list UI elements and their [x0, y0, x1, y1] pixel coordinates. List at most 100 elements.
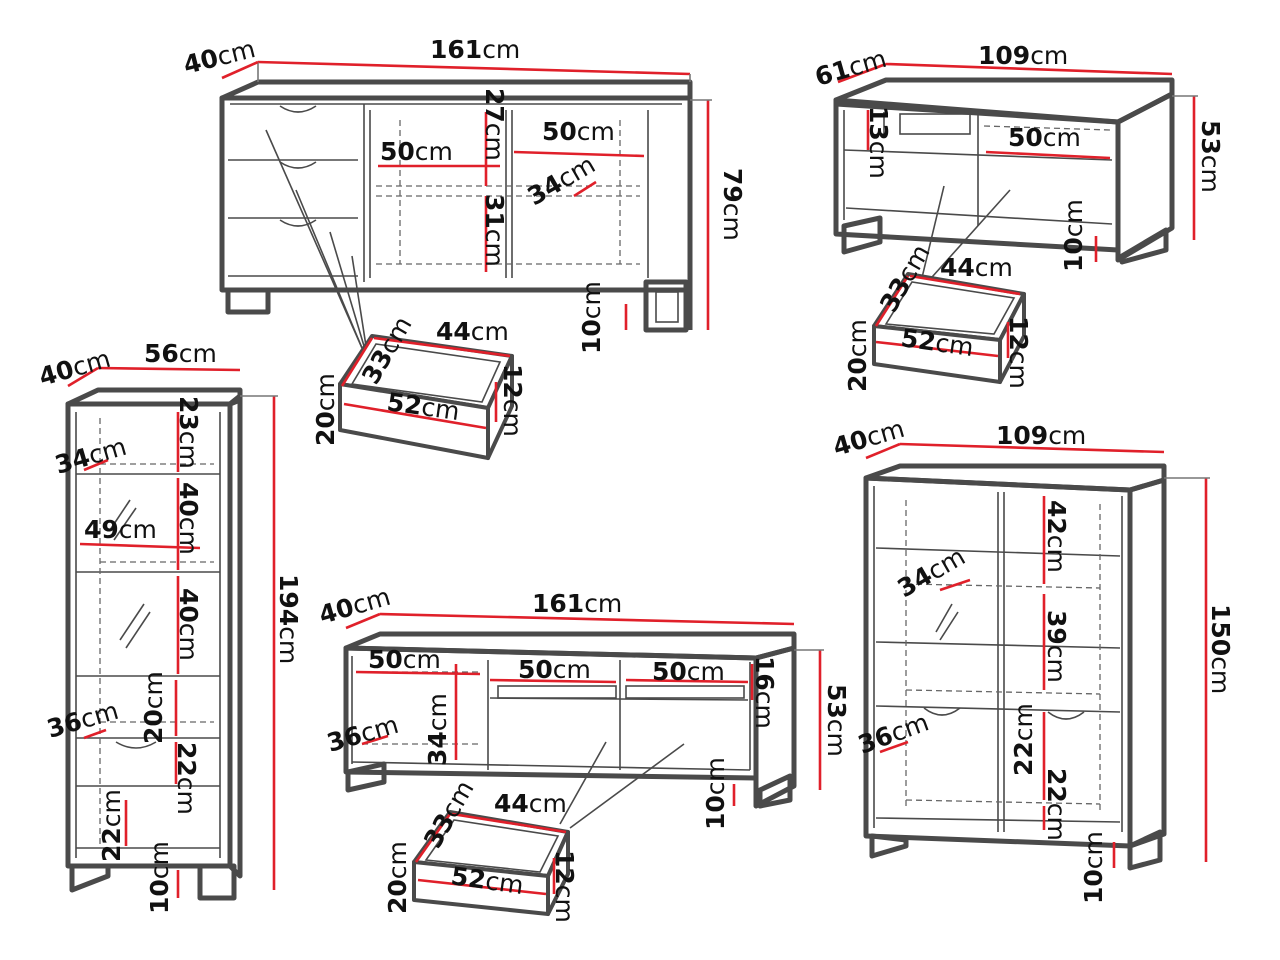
vitrine-depth-label: 40cm — [830, 414, 908, 462]
tall-cabinet-h3-label: 40cm — [174, 588, 203, 661]
tv-long-section-width-2-label: 50cm — [518, 655, 591, 684]
tall-cabinet-width-unit: cm — [179, 339, 217, 368]
vitrine-h1-unit: cm — [1042, 535, 1071, 573]
tv-long-drawer-width-inner-value: 44 — [494, 789, 529, 818]
tall-cabinet-height-value: 194 — [274, 574, 303, 626]
tv-small-drawing — [833, 77, 1175, 287]
tall-cabinet-shelf-width-unit: cm — [119, 515, 157, 544]
vitrine-leg-height-value: 10 — [1079, 869, 1108, 904]
vitrine-measure-lines — [865, 442, 1210, 868]
tall-cabinet-h5-label: 22cm — [172, 742, 201, 815]
tv-long-drawer-height-side-label: 12cm — [550, 850, 579, 923]
tv-long-drawer-width-inner-label: 44cm — [494, 789, 567, 818]
tall-cabinet-h2-value: 40 — [174, 482, 203, 517]
tv-small-drawer-height-side-value: 12 — [1004, 316, 1033, 351]
tall-cabinet-depth-unit: cm — [69, 344, 114, 382]
tv-small-shelf-width-label: 50cm — [1008, 123, 1081, 152]
tv-long-width-value: 161 — [532, 589, 584, 618]
sideboard-leg-height-label: 10cm — [577, 281, 606, 354]
tv-small-width-unit: cm — [1030, 41, 1068, 70]
tv-small-drawer-width-outer-unit: cm — [934, 328, 976, 362]
vitrine-height-label: 150cm — [1206, 604, 1235, 694]
tall-cabinet-h1-unit: cm — [174, 431, 203, 469]
tv-long-drawer-height-front-unit: cm — [383, 841, 412, 879]
vitrine-leg-height-label: 10cm — [1079, 831, 1108, 904]
vitrine-h4-unit: cm — [1042, 803, 1071, 841]
tv-small-shelf-height-label: 13cm — [864, 106, 893, 179]
tall-cabinet-shelf-depth-bottom-unit: cm — [77, 696, 122, 734]
tv-small-leg-height-value: 10 — [1059, 237, 1088, 272]
tv-long-section-width-2-unit: cm — [553, 655, 591, 684]
sideboard-shelf-height-top-label: 27cm — [480, 88, 509, 161]
sideboard-drawer-drawing — [338, 334, 514, 460]
tall-cabinet-shelf-depth-top-label: 34cm — [52, 432, 130, 480]
vitrine-width-unit: cm — [1048, 421, 1086, 450]
sideboard-leg-height-unit: cm — [577, 281, 606, 319]
sideboard-height-unit: cm — [718, 203, 747, 241]
tall-cabinet-h6-label: 22cm — [97, 789, 126, 862]
tall-cabinet-shelf-width-label: 49cm — [84, 515, 157, 544]
tv-long-inner-height-value: 34 — [423, 731, 452, 766]
tv-long-drawer-height-side-value: 12 — [550, 850, 579, 885]
sideboard-drawer-height-front-value: 20 — [311, 411, 340, 446]
sideboard-shelf-width-left-unit: cm — [415, 137, 453, 166]
tv-small-drawer-height-front-value: 20 — [843, 357, 872, 392]
tv-small-drawer-width-inner-label: 44cm — [940, 253, 1013, 282]
tall-cabinet-h1-label: 23cm — [174, 396, 203, 469]
tv-small-leg-height-unit: cm — [1059, 199, 1088, 237]
sideboard-drawer-width-outer-unit: cm — [420, 392, 462, 426]
tv-small-width-value: 109 — [978, 41, 1030, 70]
tv-small-measure-lines — [837, 62, 1198, 262]
tv-long-section-width-3-value: 50 — [652, 657, 687, 686]
tall-cabinet-drawing — [65, 387, 243, 901]
tv-small-drawer-width-inner-unit: cm — [975, 253, 1013, 282]
tv-long-width-unit: cm — [584, 589, 622, 618]
tv-long-inner-height-unit: cm — [423, 693, 452, 731]
sideboard-shelf-height-bottom-unit: cm — [480, 229, 509, 267]
sideboard-drawer-width-inner-label: 44cm — [436, 317, 509, 346]
vitrine-h1-value: 42 — [1042, 500, 1071, 535]
vitrine-h1-label: 42cm — [1042, 500, 1071, 573]
sideboard-shelf-width-left-value: 50 — [380, 137, 415, 166]
sideboard-shelf-height-bottom-value: 31 — [480, 194, 509, 229]
tv-long-width-label: 161cm — [532, 589, 622, 618]
tv-small-drawer-width-outer-value: 52 — [899, 323, 937, 357]
tall-cabinet-h4-value: 20 — [139, 709, 168, 744]
vitrine-width-value: 109 — [996, 421, 1048, 450]
sideboard-drawer-width-inner-value: 44 — [436, 317, 471, 346]
sideboard-drawer-width-outer-value: 52 — [385, 387, 423, 421]
tall-cabinet-h5-unit: cm — [172, 777, 201, 815]
tall-cabinet-h4-label: 20cm — [139, 671, 168, 744]
tv-long-drawer-width-outer-value: 52 — [449, 861, 487, 895]
sideboard-drawer-height-side-value: 12 — [498, 364, 527, 399]
sideboard-width-value: 161 — [430, 35, 482, 64]
tv-long-leg-height-unit: cm — [701, 757, 730, 795]
sideboard-width-unit: cm — [482, 35, 520, 64]
vitrine-h3-value: 22 — [1009, 741, 1038, 776]
tv-long-drawer-width-outer-label: 52cm — [449, 861, 525, 900]
tv-small-depth-unit: cm — [845, 44, 890, 82]
tall-cabinet-h4-unit: cm — [139, 671, 168, 709]
vitrine-width-label: 109cm — [996, 421, 1086, 450]
vitrine-h2-value: 39 — [1042, 610, 1071, 645]
sideboard-shelf-width-right-value: 50 — [542, 117, 577, 146]
sideboard-height-label: 79cm — [718, 168, 747, 241]
sideboard-drawer-width-inner-unit: cm — [471, 317, 509, 346]
vitrine-h4-value: 22 — [1042, 768, 1071, 803]
tall-cabinet-h2-unit: cm — [174, 517, 203, 555]
tall-cabinet-leg-height-label: 10cm — [145, 841, 174, 914]
sideboard-measure-lines — [221, 60, 712, 330]
tv-long-shelf-depth-label: 36cm — [324, 710, 402, 758]
tall-cabinet-shelf-depth-bottom-label: 36cm — [44, 696, 122, 744]
sideboard-shelf-height-bottom-label: 31cm — [480, 194, 509, 267]
sideboard-drawing — [219, 79, 693, 349]
sideboard-shelf-depth-label: 34cm — [523, 150, 601, 212]
tv-long-drawer-height-side-unit: cm — [550, 885, 579, 923]
tv-long-drawer-width-inner-unit: cm — [529, 789, 567, 818]
tv-long-shelf-height-label: 16cm — [750, 656, 779, 729]
vitrine-h4-label: 22cm — [1042, 768, 1071, 841]
sideboard-depth-label: 40cm — [180, 34, 258, 80]
tv-small-drawer-height-side-unit: cm — [1004, 351, 1033, 389]
tv-long-height-value: 53 — [822, 684, 851, 719]
